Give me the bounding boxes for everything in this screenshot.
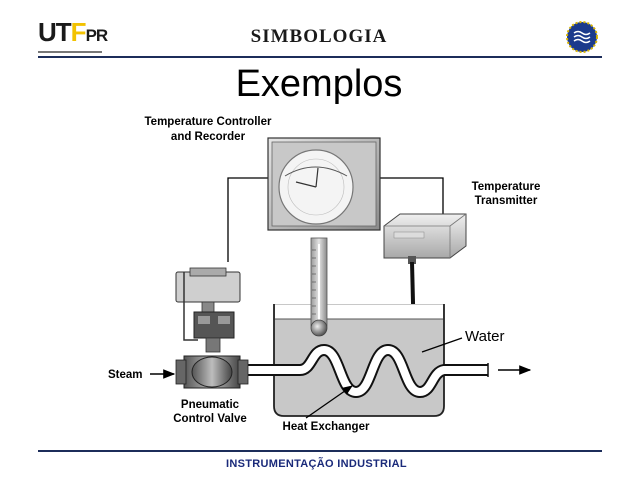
label-water: Water [465,328,504,345]
temperature-transmitter [383,213,467,264]
temperature-controller-recorder [267,137,381,231]
header-rule [38,56,602,58]
label-heat-exchanger: Heat Exchanger [283,421,370,433]
heat-exchanger-leader-line [305,385,353,419]
label-valve-line2: Control Valve [173,413,247,425]
logo-underline [38,51,102,53]
label-controller-line1: Temperature Controller [145,116,272,128]
utfpr-logo: UTFPR [38,19,112,53]
water-tank [273,304,445,417]
pneumatic-control-valve [175,267,249,389]
slide-heading: Exemplos [235,63,403,105]
water-leader-line [421,337,463,353]
label-transmitter-line1: Temperature [472,181,541,193]
logo-text-f: F [70,17,87,47]
header-title: SIMBOLOGIA [250,26,388,47]
logo-text-ut: UT [38,17,72,47]
footer-rule [38,450,602,452]
heat-exchanger-coil [238,343,489,399]
footer-text: INSTRUMENTAÇÃO INDUSTRIAL [226,458,407,470]
signal-wires [227,177,444,262]
label-transmitter-line2: Transmitter [475,195,538,207]
logo-text-pr: PR [85,26,109,45]
label-steam: Steam [108,369,143,381]
label-controller-line2: and Recorder [171,131,246,143]
label-valve-line1: Pneumatic [181,399,240,411]
thermometer [310,237,328,337]
university-seal-icon [566,21,598,53]
